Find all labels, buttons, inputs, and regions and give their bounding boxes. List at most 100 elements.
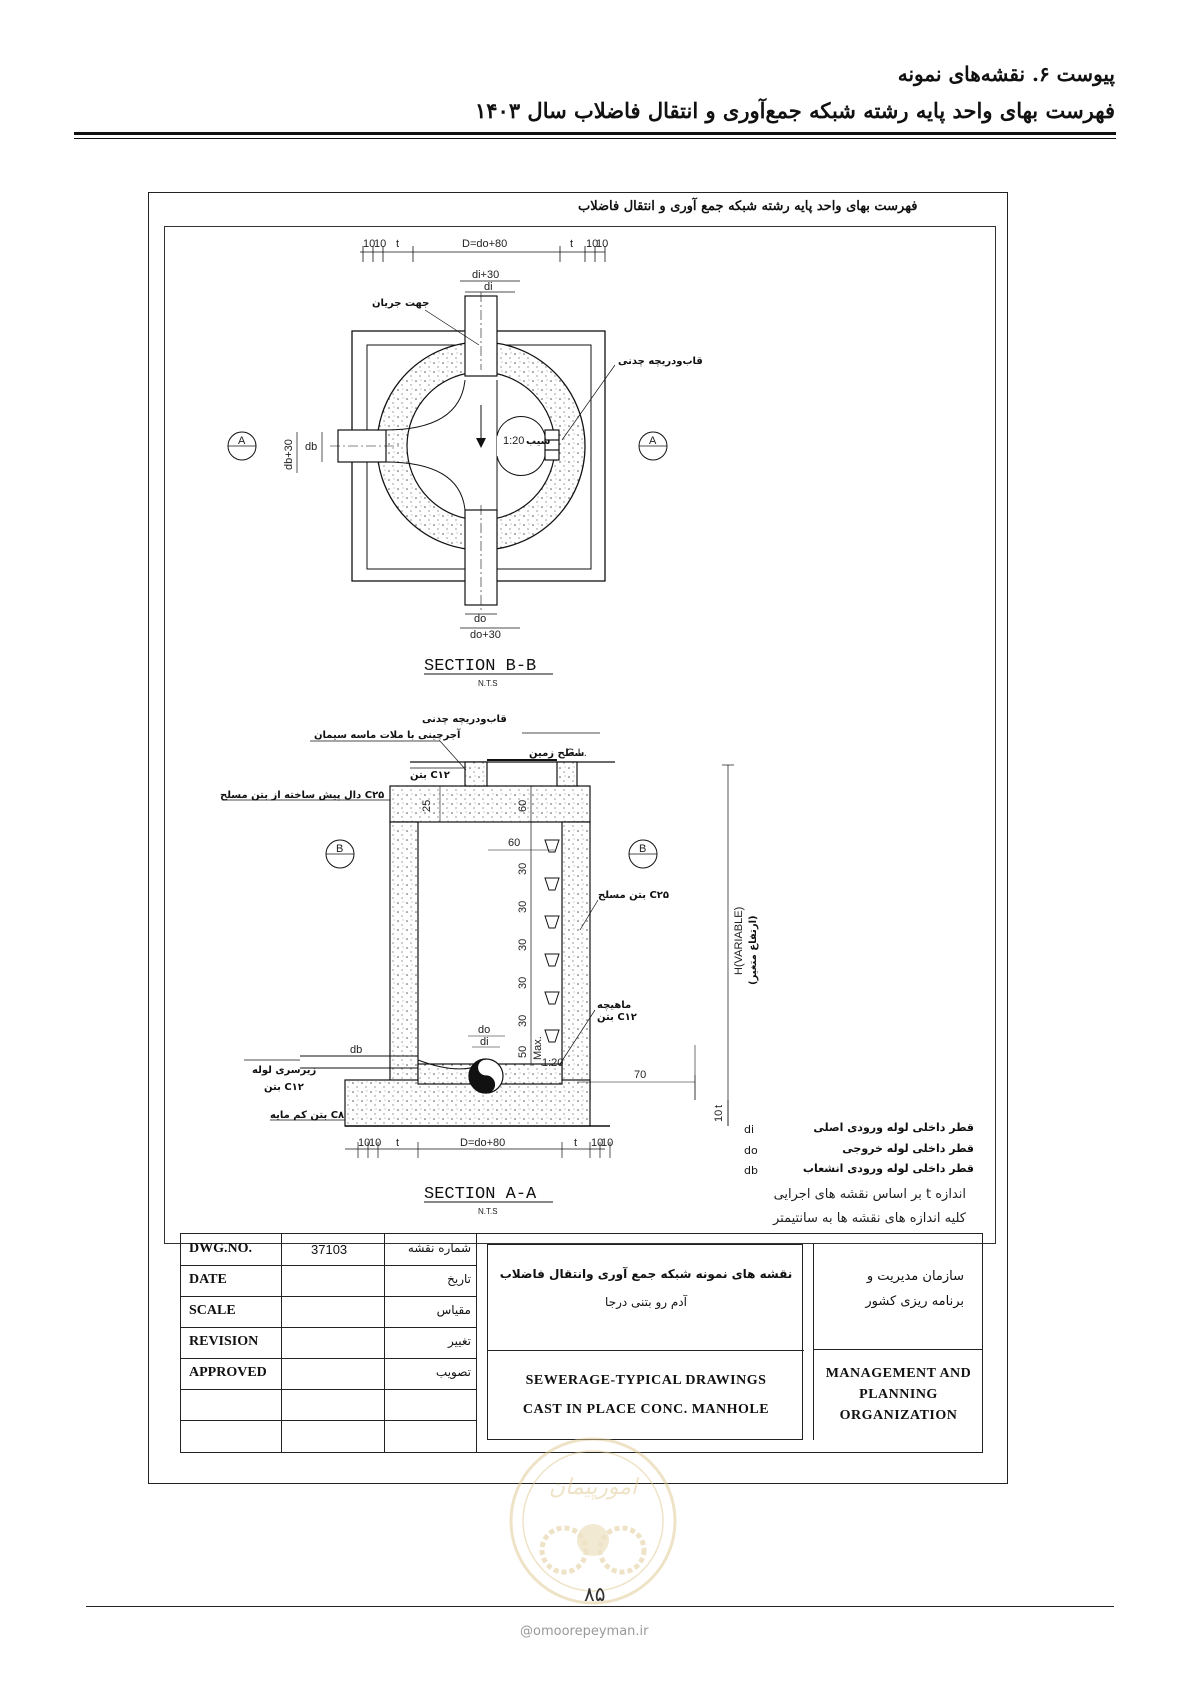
- plan-do: do: [474, 613, 486, 625]
- plan-dim-di: di: [484, 281, 493, 293]
- header-rule-thick: [74, 132, 1116, 135]
- sec-pipe-bed-conc: بتن C۱۲: [264, 1082, 304, 1093]
- tb-org-en-2: PLANNING: [859, 1387, 938, 1402]
- sec-bdim-d: D=do+80: [460, 1137, 505, 1149]
- note-line-2: کلیه اندازه های نقشه ها به سانتیمتر: [772, 1211, 966, 1226]
- sec-dim-60: 60: [517, 800, 529, 812]
- title-block: DWG.NO. 37103 شماره نقشه DATE تاریخ SCAL…: [180, 1233, 983, 1453]
- plan-marker-a-right: A: [649, 435, 657, 447]
- plan-do30: do+30: [470, 629, 501, 641]
- plan-dim-10c: 10: [586, 238, 598, 250]
- sec-pipe-bed: زیرسری لوله: [252, 1065, 317, 1076]
- sec-db: db: [350, 1044, 362, 1056]
- sec-reinforced: بتن مسلح C۲۵: [598, 890, 669, 901]
- plan-view: [227, 246, 668, 675]
- tb-date-fa: تاریخ: [447, 1272, 471, 1286]
- sec-height-fa: (ارتفاع متغیر): [748, 915, 759, 985]
- drawing-frame: [164, 226, 996, 1244]
- sec-brick: آجرچینی با ملات ماسه سیمان: [314, 728, 461, 741]
- plan-db30: db+30: [283, 439, 295, 470]
- legend-text-db: قطر داخلی لوله ورودی انشعاب: [802, 1162, 974, 1175]
- tb-approved-fa: تصویب: [435, 1365, 471, 1379]
- tb-scale-fa: مقیاس: [436, 1303, 471, 1317]
- tb-title-fa-2: آدم رو بتنی درجا: [605, 1295, 687, 1309]
- legend-sym-di: di: [744, 1123, 755, 1136]
- tb-dwgno-fa: شماره نقشه: [407, 1241, 471, 1255]
- sec-bdim-10d: 10: [601, 1137, 613, 1149]
- plan-dim-10d: 10: [596, 238, 608, 250]
- sec-gl: G.L.: [566, 747, 587, 759]
- footer-rule: [86, 1606, 1114, 1607]
- tb-scale-label: SCALE: [189, 1303, 236, 1318]
- note-line-1: اندازه t بر اساس نقشه های اجرایی: [773, 1187, 966, 1202]
- sec-di: di: [480, 1036, 489, 1048]
- plan-dim-di30: di+30: [472, 269, 499, 281]
- tb-org-fa-1: سازمان مدیریت و: [866, 1269, 964, 1284]
- sec-do: do: [478, 1024, 490, 1036]
- sec-bdim-10a: 10: [358, 1137, 370, 1149]
- tb-date-label: DATE: [189, 1272, 227, 1287]
- plan-slope-fa: شیب: [526, 436, 551, 447]
- plan-dim-t-left: t: [396, 238, 399, 250]
- sec-dim-70: 70: [634, 1069, 646, 1081]
- sec-dim-t: t: [713, 1105, 725, 1108]
- tb-title-fa-1: نقشه های نمونه شبکه جمع آوری وانتقال فاض…: [499, 1267, 793, 1281]
- sec-benching-conc: بتن C۱۲: [597, 1012, 637, 1023]
- plan-db: db: [305, 441, 317, 453]
- plan-slope: 1:20: [503, 435, 524, 447]
- sec-dim-50: 50: [517, 1046, 529, 1058]
- header-line-1: پیوست ۶. نقشه‌های نمونه: [897, 62, 1115, 86]
- tb-drawing-title: نقشه های نمونه شبکه جمع آوری وانتقال فاض…: [487, 1244, 804, 1440]
- watermark-text: امورپیمان: [549, 1475, 640, 1500]
- tb-organization: سازمان مدیریت و برنامه ریزی کشور MANAGEM…: [813, 1244, 983, 1440]
- sec-frame-cover: قاب‌ودریچه چدنی: [422, 714, 507, 725]
- section-bb-nts: N.T.S: [478, 679, 498, 688]
- sec-lean: بتن کم مایه C۸: [270, 1110, 344, 1121]
- tb-revision-fa: تغییر: [448, 1334, 471, 1348]
- sec-bdim-t-right: t: [574, 1137, 577, 1149]
- sec-dim-30c: 30: [517, 939, 529, 951]
- drawing-notes: اندازه t بر اساس نقشه های اجرایی کلیه ان…: [773, 1183, 966, 1231]
- tb-info-table: DWG.NO. 37103 شماره نقشه DATE تاریخ SCAL…: [181, 1234, 477, 1452]
- plan-dim-t-right: t: [570, 238, 573, 250]
- legend-sym-do: do: [744, 1144, 758, 1157]
- section-view: [222, 732, 734, 1203]
- tb-org-en-3: ORGANIZATION: [839, 1408, 958, 1423]
- sec-ground: سطح زمین: [529, 748, 584, 759]
- sec-benching: ماهیچه: [597, 1000, 631, 1011]
- header-rule-thin: [74, 138, 1116, 139]
- legend-sym-db: db: [744, 1164, 758, 1177]
- sec-dim-30b: 30: [517, 901, 529, 913]
- sec-slope: 1:20: [542, 1057, 563, 1069]
- legend-text-di: قطر داخلی لوله ورودی اصلی: [813, 1121, 974, 1134]
- sec-bdim-10b: 10: [369, 1137, 381, 1149]
- sec-dim-60b: 60: [508, 837, 520, 849]
- footer-website: @omoorepeyman.ir: [520, 1624, 649, 1639]
- sec-bdim-t-left: t: [396, 1137, 399, 1149]
- tb-title-en-1: SEWERAGE-TYPICAL DRAWINGS: [525, 1373, 767, 1388]
- tb-title-en-2: CAST IN PLACE CONC. MANHOLE: [522, 1402, 770, 1417]
- tb-org-fa-2: برنامه ریزی کشور: [865, 1294, 964, 1309]
- tb-dwgno-label: DWG.NO.: [189, 1241, 252, 1256]
- sec-dim-30d: 30: [517, 977, 529, 989]
- sec-slab: دال پیش ساخته از بتن مسلح C۲۵: [220, 790, 384, 801]
- watermark-logo: امورپیمان: [509, 1437, 677, 1605]
- sheet-title: فهرست بهای واحد پایه رشته شبکه جمع آوری …: [578, 199, 918, 214]
- section-aa-title: SECTION A-A: [424, 1185, 537, 1204]
- plan-frame-cover: قاب‌ودریچه چدنی: [618, 356, 703, 367]
- sec-bdim-10c: 10: [591, 1137, 603, 1149]
- sec-max: Max.: [532, 1036, 544, 1060]
- page-number: ۸۵: [584, 1582, 606, 1606]
- sec-dim-30a: 30: [517, 863, 529, 875]
- tb-approved-label: APPROVED: [189, 1365, 267, 1380]
- section-bb-title: SECTION B-B: [424, 657, 536, 676]
- sec-concrete-c12: بتن C۱۲: [410, 770, 450, 781]
- header-line-2: فهرست بهای واحد پایه رشته شبکه جمع‌آوری …: [475, 98, 1115, 123]
- plan-dim-10a: 10: [363, 238, 375, 250]
- sec-dim-30e: 30: [517, 1015, 529, 1027]
- tb-org-en-1: MANAGEMENT AND: [825, 1366, 972, 1381]
- plan-marker-a-left: A: [238, 435, 246, 447]
- sec-dim-10: 10: [713, 1110, 725, 1122]
- legend-text-do: قطر داخلی لوله خروجی: [842, 1142, 974, 1155]
